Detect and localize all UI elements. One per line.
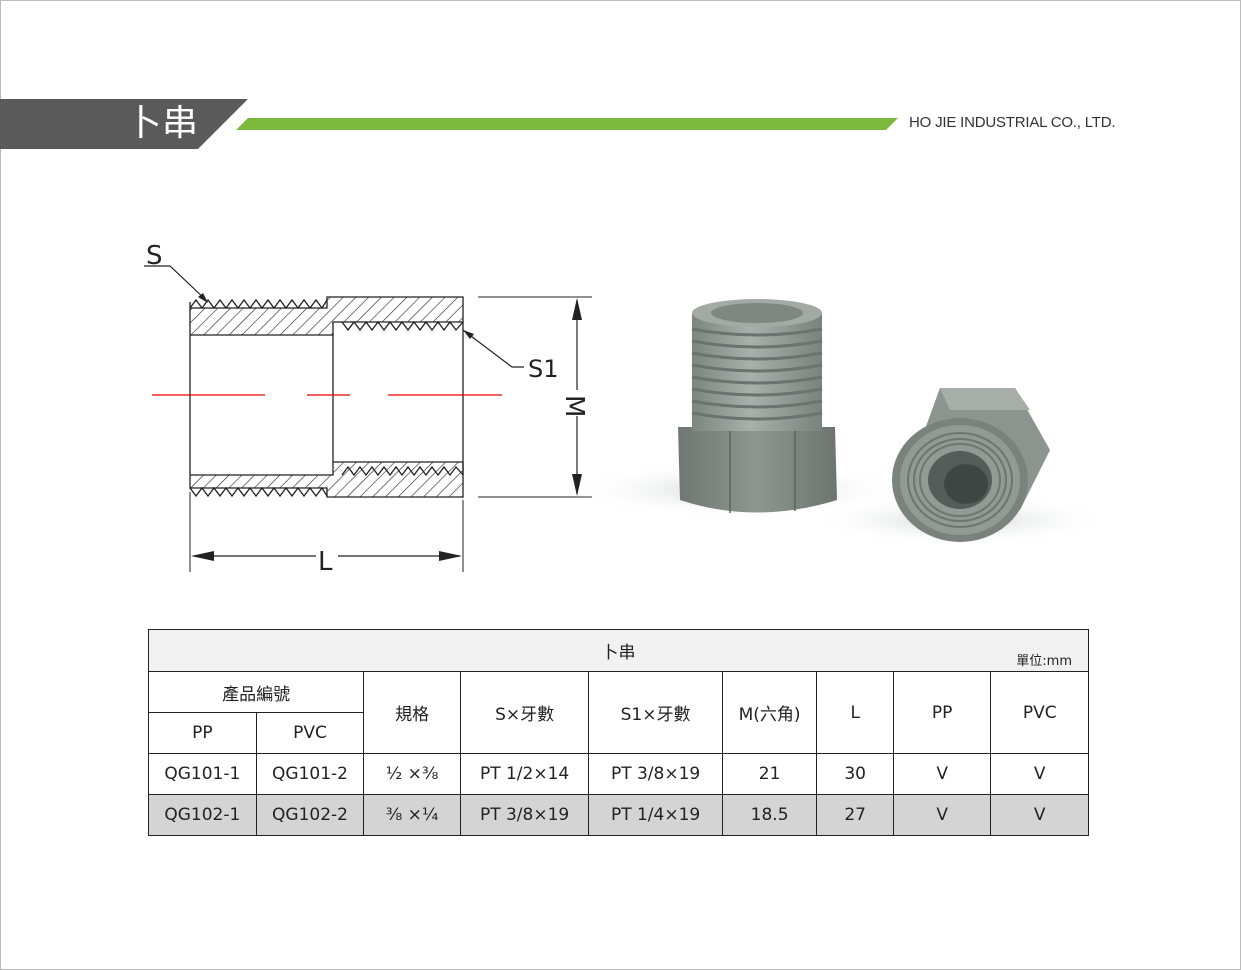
header-spec: 規格	[363, 671, 461, 754]
cell-pvc-code: QG101-2	[255, 753, 365, 795]
header-s-thread: S×牙數	[459, 671, 590, 754]
cell-s-thread: PT 1/2×14	[459, 753, 590, 795]
label-m: M	[559, 395, 589, 417]
cell-l: 27	[816, 794, 894, 836]
table-title-cell: 卜串 單位:mm	[148, 629, 1089, 672]
header-s1-thread: S1×牙數	[588, 671, 723, 754]
header-pp: PP	[148, 712, 257, 754]
header-pp-material: PP	[892, 671, 992, 754]
table-row: QG102-1 QG102-2 ⅜ ×¼ PT 3/8×19 PT 1/4×19…	[148, 794, 1089, 836]
technical-drawing: S S1 L M	[144, 241, 592, 577]
spec-table: 卜串 單位:mm 產品編號 規格 S×牙數 S1×牙數 M(六角) L PP P…	[147, 629, 1089, 836]
cell-pp-mark: V	[892, 753, 992, 795]
unit-label: 單位:mm	[1016, 654, 1072, 669]
header-pvc: PVC	[255, 712, 365, 754]
cell-pvc-mark: V	[990, 753, 1089, 795]
cell-m: 18.5	[721, 794, 818, 836]
cell-pvc-code: QG102-2	[255, 794, 365, 836]
cell-pp-code: QG101-1	[148, 753, 257, 795]
cell-spec: ⅜ ×¼	[363, 794, 461, 836]
table-row: QG101-1 QG101-2 ½ ×⅜ PT 1/2×14 PT 3/8×19…	[148, 753, 1089, 795]
header-pvc-material: PVC	[990, 671, 1089, 754]
product-photo	[580, 299, 1100, 545]
label-s: S	[146, 241, 163, 271]
accent-bar	[236, 118, 898, 130]
cell-spec: ½ ×⅜	[363, 753, 461, 795]
header-product-code: 產品編號	[147, 671, 365, 713]
cell-s1-thread: PT 3/8×19	[588, 753, 723, 795]
header-l: L	[816, 671, 894, 754]
cell-m: 21	[721, 753, 818, 795]
cell-s-thread: PT 3/8×19	[459, 794, 590, 836]
header-tab	[0, 99, 248, 149]
label-l: L	[318, 547, 333, 577]
header-m-hex: M(六角)	[721, 671, 818, 754]
cell-pp-code: QG102-1	[148, 794, 257, 836]
cell-pvc-mark: V	[990, 794, 1089, 836]
cell-s1-thread: PT 1/4×19	[588, 794, 723, 836]
cell-l: 30	[816, 753, 894, 795]
label-s1: S1	[528, 355, 559, 383]
company-name: HO JIE INDUSTRIAL CO., LTD.	[909, 114, 1116, 131]
table-title: 卜串	[601, 643, 636, 663]
page-title: 卜串	[126, 103, 199, 144]
cell-pp-mark: V	[892, 794, 992, 836]
